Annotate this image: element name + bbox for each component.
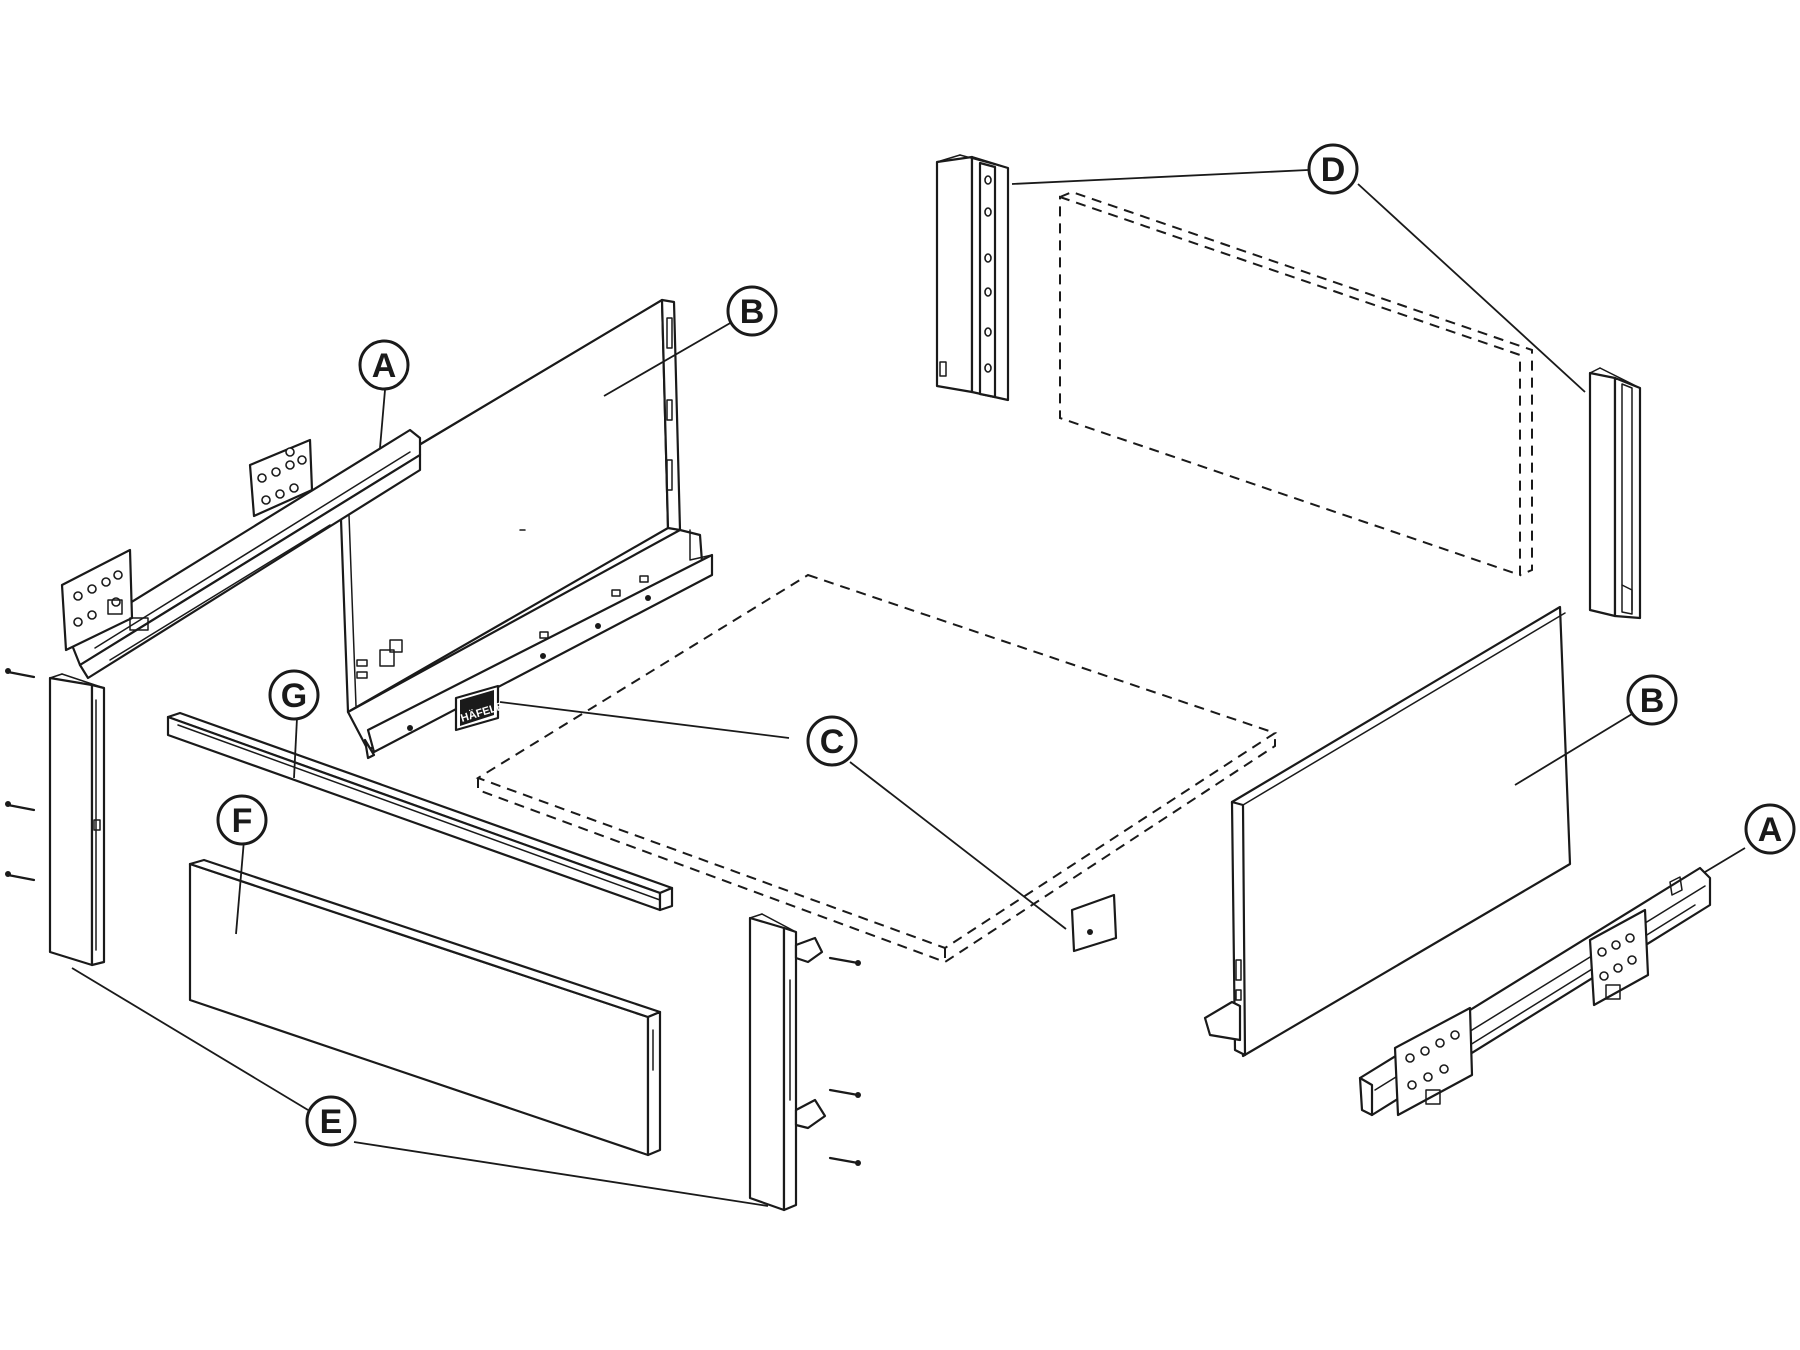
drawer-bottom-dashed	[475, 573, 1278, 964]
callout-C: C	[806, 715, 858, 767]
callout-E: E	[305, 1095, 357, 1147]
svg-text:A: A	[372, 347, 397, 385]
callout-B-left: B	[726, 285, 778, 337]
back-bracket-right	[1588, 367, 1642, 620]
front-bracket-right	[748, 913, 827, 1212]
svg-text:A: A	[1758, 811, 1783, 849]
runner-left	[60, 428, 422, 680]
leader-lines	[71, 169, 1746, 1207]
svg-text:B: B	[740, 293, 765, 331]
callout-G: G	[268, 669, 320, 721]
front-panel	[188, 858, 662, 1157]
screws-right	[828, 956, 861, 1166]
gallery-rail	[166, 711, 674, 912]
back-panel-dashed	[1059, 190, 1533, 577]
svg-text:B: B	[1640, 682, 1665, 720]
callout-A-left: A	[358, 339, 410, 391]
svg-text:F: F	[232, 802, 253, 840]
side-panel-right	[1203, 605, 1572, 1058]
side-panel-left	[338, 298, 714, 760]
front-bracket-left	[48, 673, 106, 967]
callout-F: F	[216, 794, 268, 846]
callout-D: D	[1307, 143, 1359, 195]
svg-text:D: D	[1321, 151, 1346, 189]
svg-text:G: G	[281, 677, 307, 715]
callout-B-right: B	[1626, 674, 1678, 726]
svg-text:E: E	[320, 1103, 343, 1141]
back-bracket-left	[935, 154, 1010, 402]
runner-right	[1358, 866, 1712, 1117]
screws-left	[5, 668, 36, 882]
cover-cap	[1070, 893, 1118, 953]
callout-A-right: A	[1744, 803, 1796, 855]
svg-text:C: C	[820, 723, 845, 761]
